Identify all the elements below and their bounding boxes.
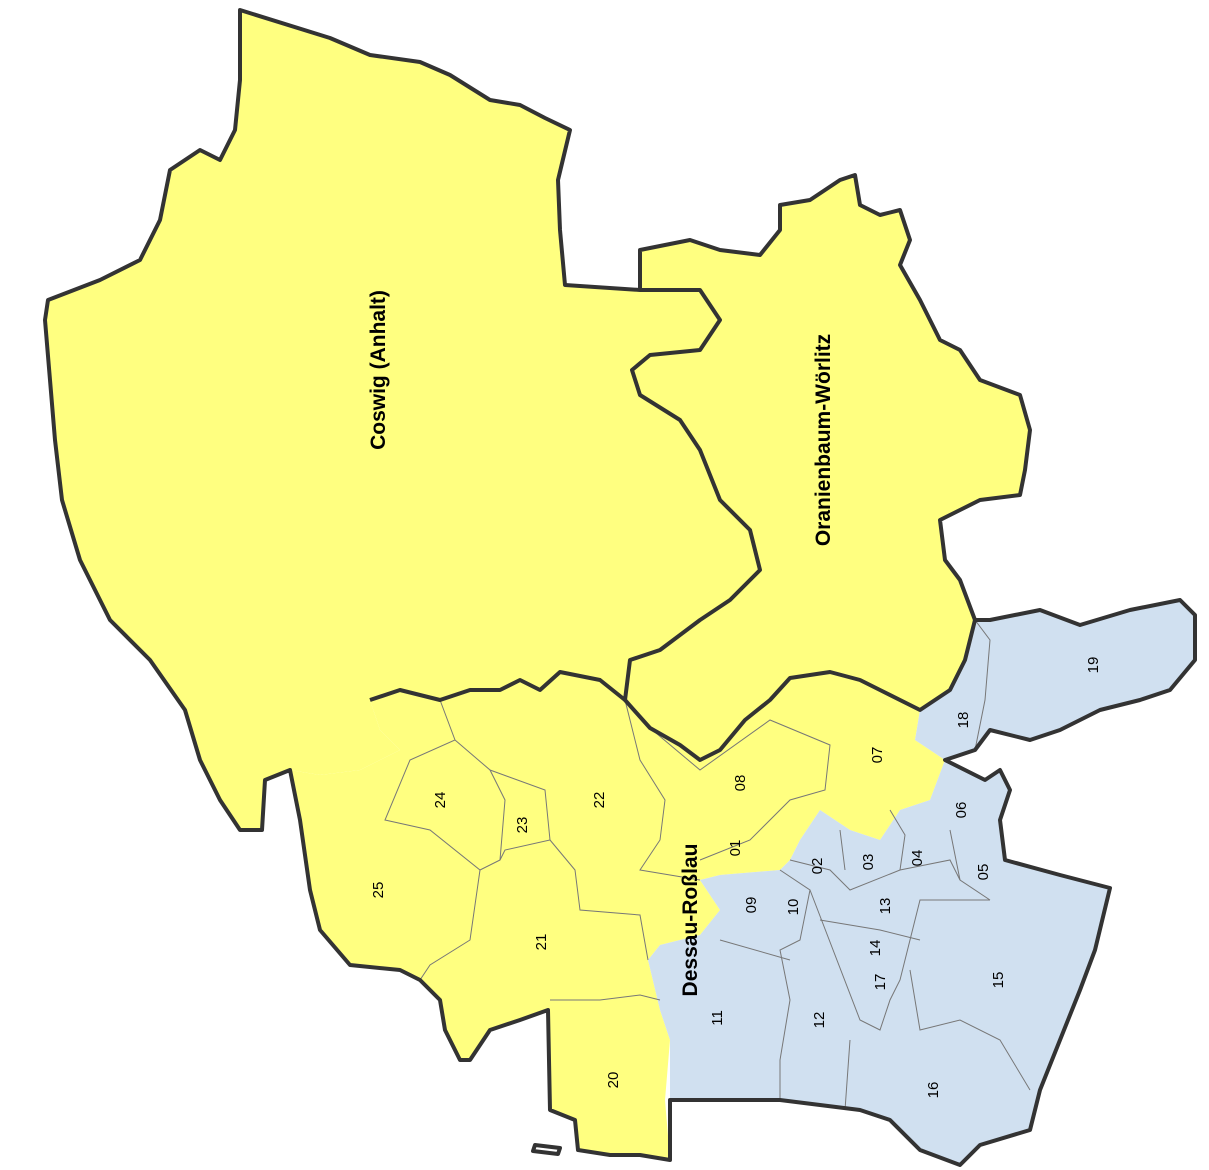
district-label-05: 05 (975, 864, 992, 881)
district-label-06: 06 (953, 802, 970, 819)
region-dessau-west[interactable] (290, 672, 945, 1160)
district-labels: 01 02 03 04 05 06 07 08 09 10 11 12 13 14 15 16 17 18 19 20… (370, 657, 1102, 1099)
district-label-12: 12 (811, 1012, 828, 1029)
region-borders (43, 8, 1197, 1167)
label-coswig: Coswig (Anhalt) (367, 290, 390, 450)
district-label-22: 22 (591, 792, 608, 809)
district-label-23: 23 (514, 817, 531, 834)
region-dessau-east[interactable] (648, 760, 1110, 1165)
district-label-03: 03 (860, 854, 877, 871)
district-label-11: 11 (709, 1010, 726, 1026)
district-label-24: 24 (432, 792, 449, 809)
district-label-07: 07 (869, 747, 886, 764)
district-label-25: 25 (370, 882, 387, 899)
district-label-09: 09 (743, 897, 760, 914)
district-label-19: 19 (1085, 657, 1102, 674)
district-label-20: 20 (605, 1072, 622, 1089)
region-dessau-northeast[interactable] (915, 600, 1195, 760)
label-dessau: Dessau-Roßlau (679, 844, 702, 997)
district-label-17: 17 (872, 974, 889, 991)
district-label-01: 01 (727, 840, 744, 857)
district-label-16: 16 (925, 1082, 942, 1099)
region-coswig[interactable] (45, 10, 760, 830)
district-label-10: 10 (785, 899, 802, 916)
district-label-14: 14 (867, 940, 884, 957)
label-oranienbaum: Oranienbaum-Wörlitz (812, 334, 835, 546)
district-label-21: 21 (533, 934, 550, 951)
district-label-15: 15 (990, 972, 1007, 989)
district-label-18: 18 (955, 712, 972, 729)
district-label-04: 04 (909, 850, 926, 867)
district-label-13: 13 (877, 898, 894, 915)
district-label-08: 08 (732, 775, 749, 792)
district-boundaries (384, 619, 1031, 1111)
district-label-02: 02 (809, 858, 826, 875)
